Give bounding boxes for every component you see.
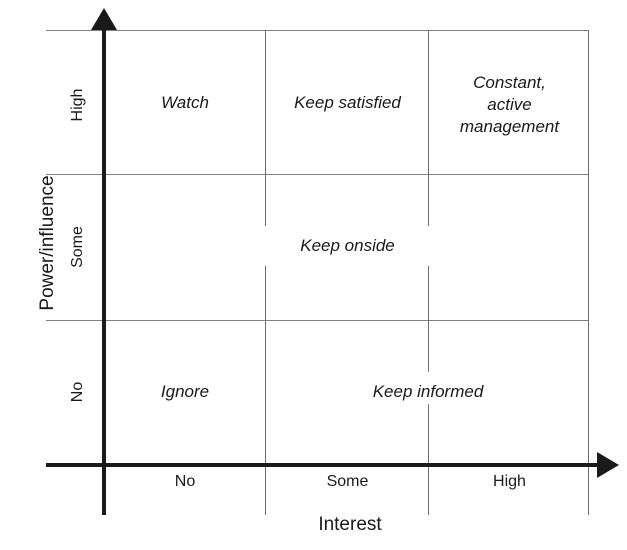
- gridline-col2-top-segment: [428, 30, 429, 226]
- cell-some-span-label: Keep onside: [300, 236, 395, 255]
- y-axis-arrowhead-icon: [91, 8, 117, 30]
- x-tick-high: High: [493, 473, 526, 490]
- x-axis-line: [46, 463, 598, 467]
- x-tick-some: Some: [326, 473, 369, 490]
- gridline-col2-middle-segment: [428, 266, 429, 320]
- cell-high-no-label: Watch: [161, 93, 209, 112]
- x-axis-arrowhead-icon: [597, 452, 619, 478]
- gridline-col2-bottom-upper-segment: [428, 320, 429, 372]
- x-axis-title: Interest: [318, 514, 382, 535]
- cell-high-some-label: Keep satisfied: [294, 93, 401, 112]
- cell-no-no-label: Ignore: [160, 382, 210, 401]
- gridline-col1-top-segment: [265, 30, 266, 226]
- y-tick-high: High: [69, 88, 86, 122]
- gridline-top-border: [46, 30, 588, 31]
- cell-high-high-label: Constant, active management: [459, 73, 560, 136]
- gridline-some-no-divider: [46, 320, 588, 321]
- gridline-col1-middle-segment: [265, 266, 266, 320]
- gridline-col2-bottom-lower-segment: [428, 404, 429, 515]
- gridline-high-some-divider: [46, 174, 588, 175]
- y-axis-title: Power/influence: [37, 175, 58, 311]
- y-tick-no: No: [69, 381, 86, 403]
- gridline-col1-bottom-segment: [265, 320, 266, 515]
- cell-no-span-label: Keep informed: [372, 382, 484, 401]
- gridline-right-border: [588, 30, 589, 515]
- y-tick-some: Some: [69, 226, 86, 268]
- x-tick-no: No: [174, 473, 196, 490]
- y-axis-line: [102, 30, 106, 515]
